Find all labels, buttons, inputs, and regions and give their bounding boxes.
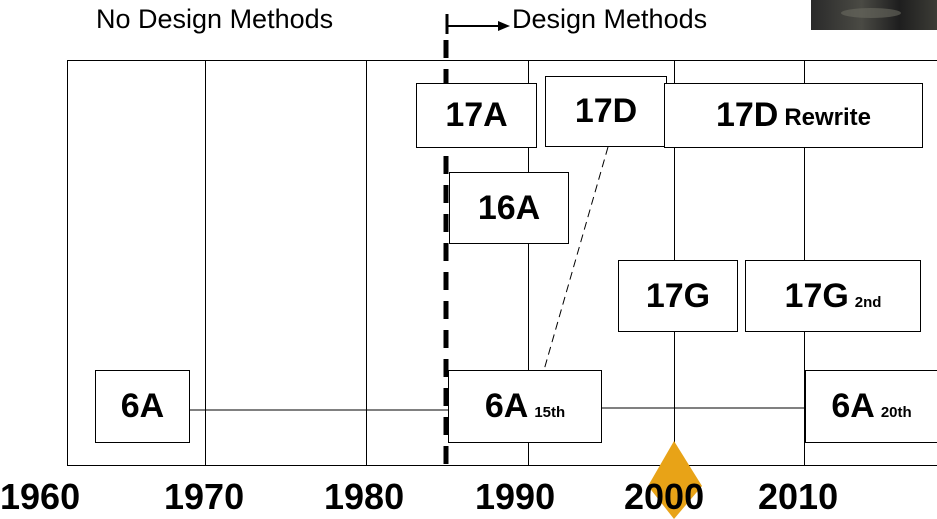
box-17g-2nd-suffix: 2nd — [854, 293, 882, 311]
box-17d-rewrite: 17D Rewrite — [664, 83, 923, 148]
box-17g-2nd-label: 17G — [784, 276, 849, 315]
year-label-1970: 1970 — [164, 476, 245, 517]
box-17g-label: 17G — [645, 276, 711, 315]
year-label-1980: 1980 — [324, 476, 405, 517]
box-6a-15th-suffix: 15th — [534, 404, 566, 421]
year-label-1960: 1960 — [0, 476, 81, 517]
box-17d-label: 17D — [574, 92, 638, 130]
box-6a-15th: 6A 15th — [448, 370, 602, 443]
header-no-design-methods: No Design Methods — [96, 4, 334, 34]
year-label-2010: 2010 — [758, 476, 839, 517]
header-design-methods: Design Methods — [512, 4, 708, 34]
box-17d: 17D — [545, 76, 667, 147]
arrow-right-icon — [445, 14, 510, 34]
box-6a-15th-label: 6A — [484, 387, 529, 425]
box-17a: 17A — [416, 83, 537, 148]
box-17d-rewrite-label: 17D — [715, 96, 779, 134]
corner-photo — [811, 0, 937, 30]
year-label-2000: 2000 — [624, 476, 705, 517]
box-6a: 6A — [95, 370, 190, 443]
box-6a-label: 6A — [120, 387, 165, 425]
box-16a-label: 16A — [477, 188, 541, 227]
box-17d-rewrite-suffix: Rewrite — [784, 103, 872, 131]
box-6a-20th: 6A 20th — [805, 370, 937, 443]
box-16a: 16A — [449, 172, 569, 244]
year-label-1990: 1990 — [475, 476, 556, 517]
box-17a-label: 17A — [445, 96, 508, 134]
timeline-frame — [67, 60, 937, 466]
box-17g: 17G — [618, 260, 738, 332]
box-17g-2nd: 17G 2nd — [745, 260, 921, 332]
box-6a-20th-suffix: 20th — [880, 404, 912, 421]
triangle-marker-icon — [648, 441, 702, 519]
gridline-1990 — [528, 60, 529, 466]
gridline-1980 — [366, 60, 367, 466]
gridline-1970 — [205, 60, 206, 466]
box-6a-20th-label: 6A — [831, 387, 875, 425]
